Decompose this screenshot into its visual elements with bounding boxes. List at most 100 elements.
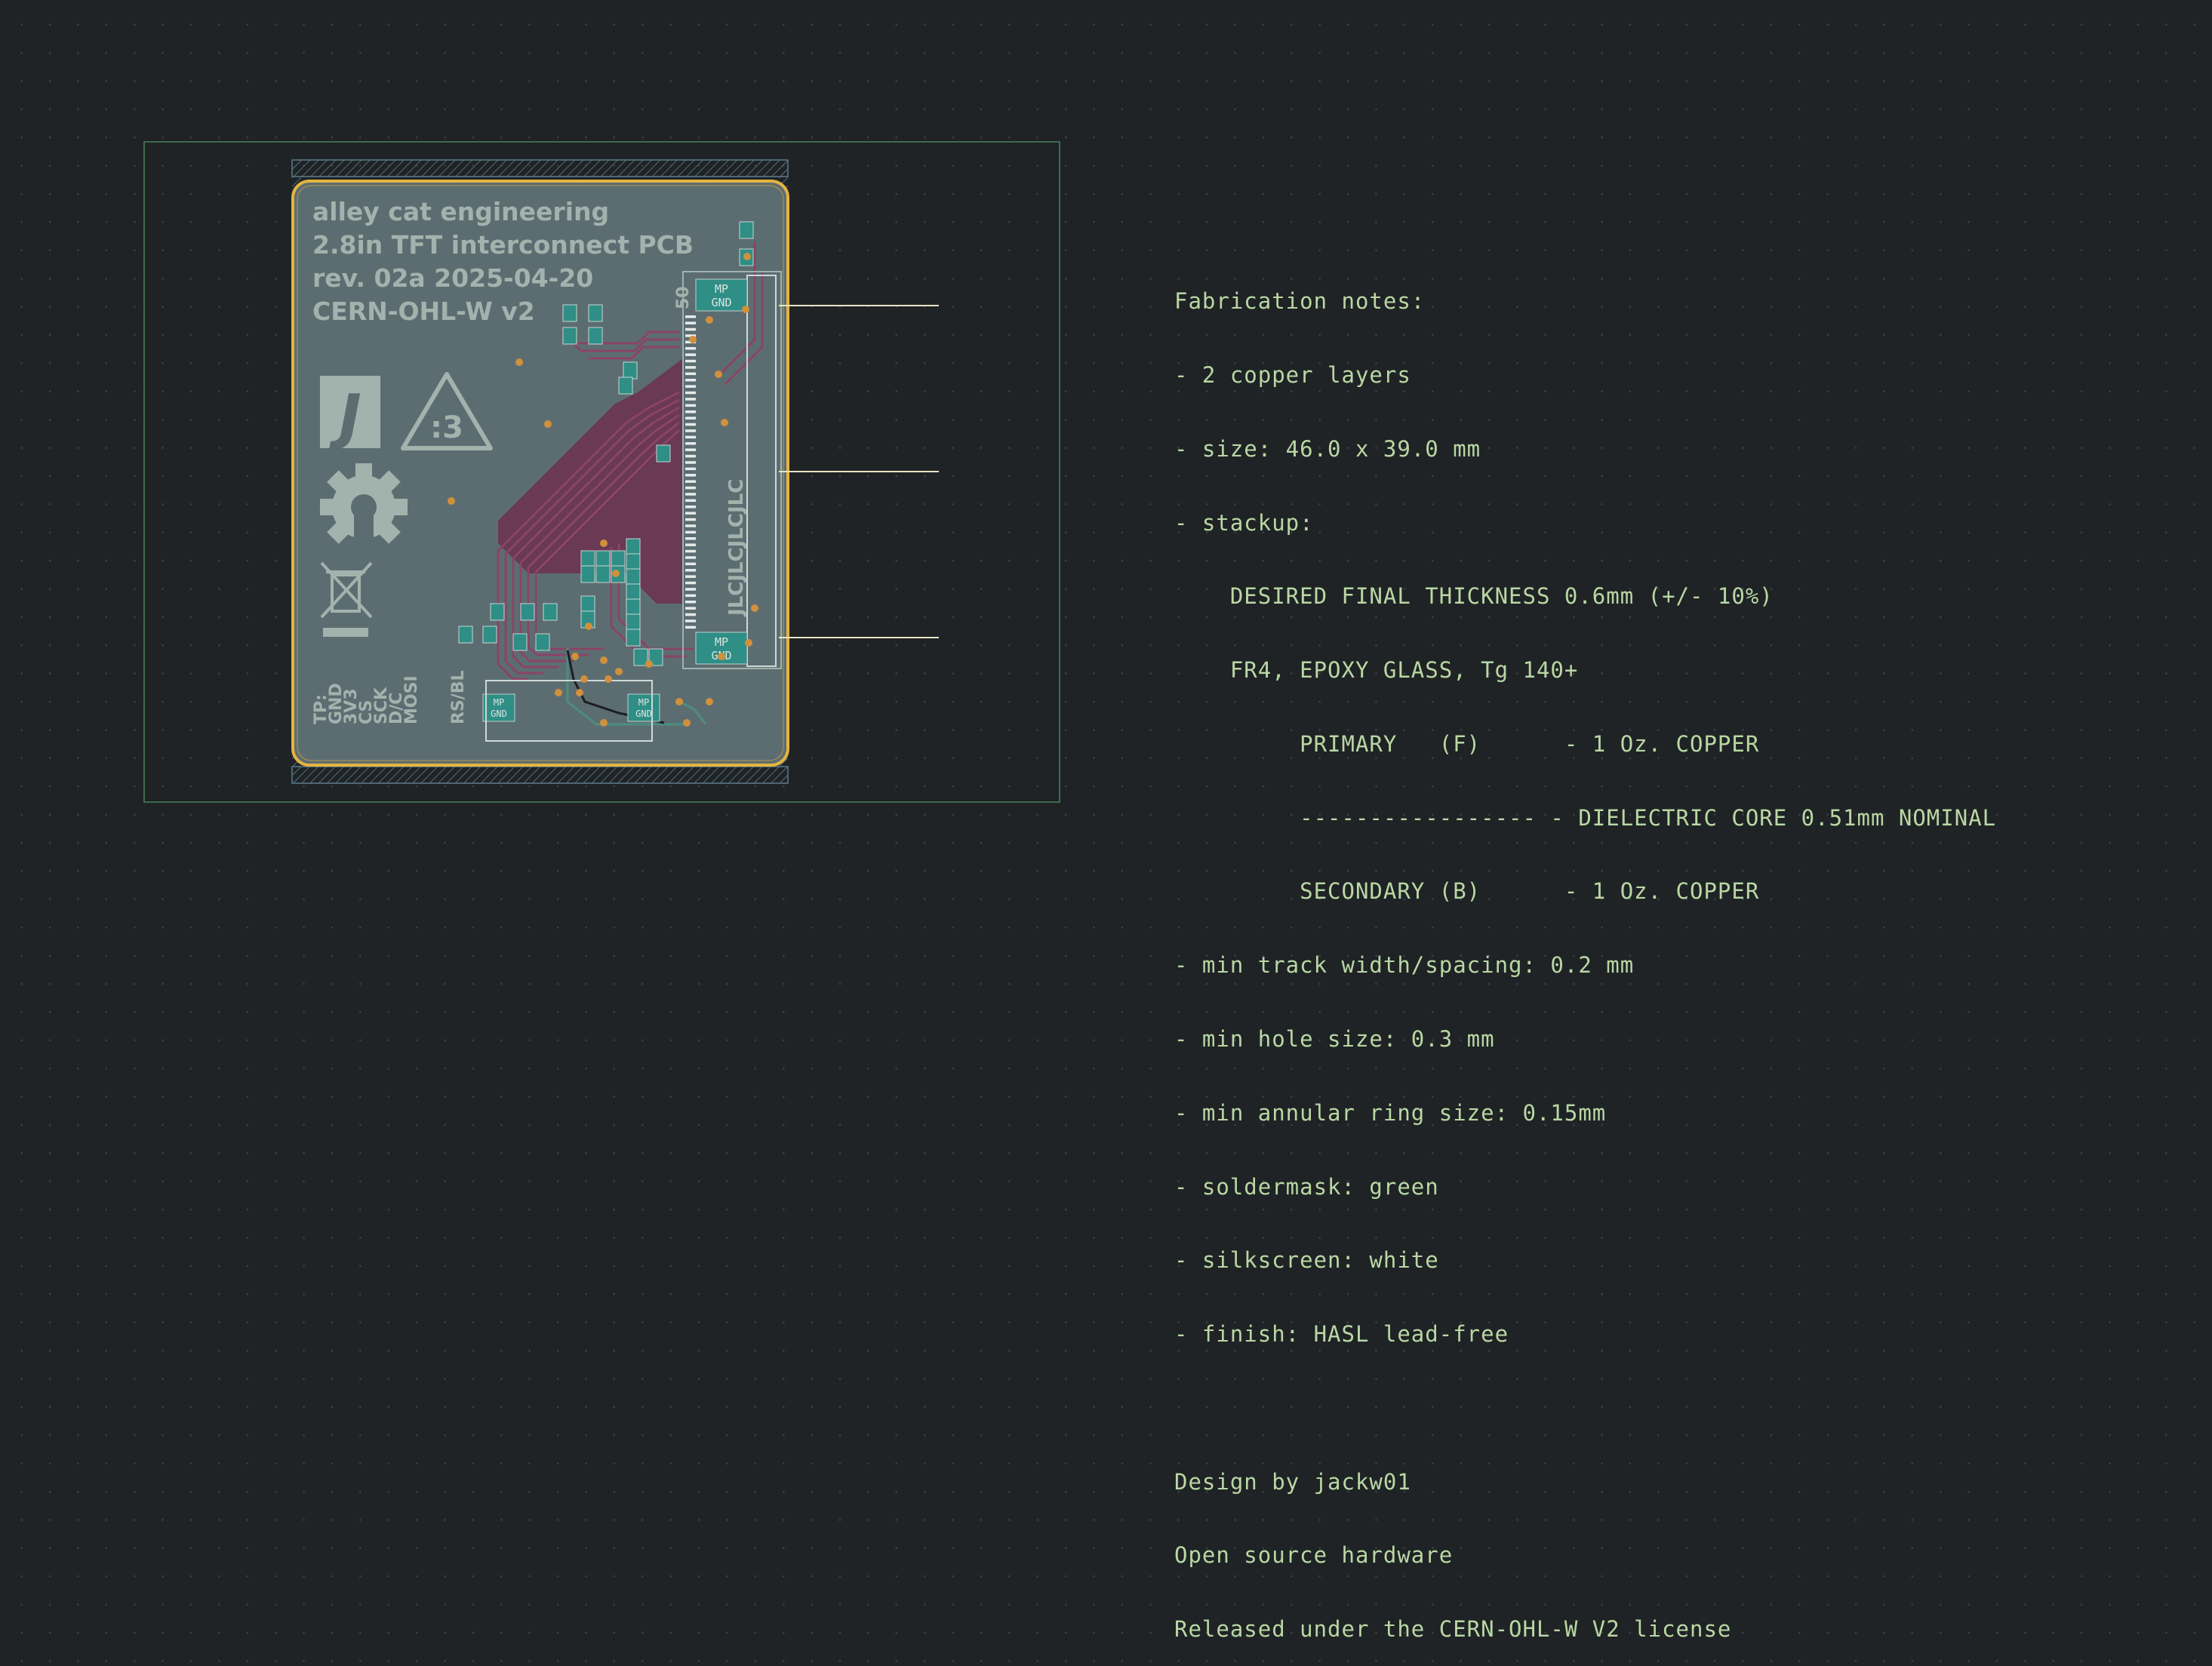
- fpc-pin[interactable]: [685, 454, 696, 458]
- via[interactable]: [576, 689, 583, 696]
- fpc-pin[interactable]: [685, 448, 696, 451]
- via[interactable]: [718, 653, 725, 660]
- smd-pad[interactable]: [580, 565, 595, 583]
- smd-pad[interactable]: [656, 444, 671, 463]
- smd-pad[interactable]: [588, 304, 603, 322]
- via[interactable]: [515, 358, 523, 366]
- smd-pad[interactable]: [588, 327, 603, 345]
- fpc-pin[interactable]: [685, 594, 696, 598]
- fpc-pin[interactable]: [685, 530, 696, 534]
- fpc-pin[interactable]: [685, 315, 696, 318]
- fpc-pin[interactable]: [685, 607, 696, 610]
- smd-pad[interactable]: [490, 603, 505, 621]
- via[interactable]: [571, 653, 579, 660]
- fpc-pin[interactable]: [685, 385, 696, 388]
- via[interactable]: [715, 370, 722, 378]
- mount-pad-top[interactable]: MP GND: [695, 278, 748, 312]
- fpc-pin[interactable]: [685, 569, 696, 572]
- smd-pad[interactable]: [739, 221, 754, 239]
- smd-pad[interactable]: [626, 598, 641, 616]
- smd-pad[interactable]: [543, 603, 558, 621]
- via[interactable]: [689, 336, 697, 343]
- via[interactable]: [555, 689, 562, 696]
- smd-pad[interactable]: [626, 553, 641, 571]
- fpc-pin[interactable]: [685, 613, 696, 616]
- fpc-pin[interactable]: [685, 581, 696, 585]
- fpc-pin[interactable]: [685, 626, 696, 629]
- via[interactable]: [745, 639, 752, 647]
- fpc-pin[interactable]: [685, 543, 696, 546]
- smd-pad[interactable]: [626, 568, 641, 586]
- via[interactable]: [615, 668, 623, 675]
- via[interactable]: [675, 698, 683, 705]
- fpc-pin[interactable]: [685, 461, 696, 464]
- via[interactable]: [600, 719, 608, 727]
- smd-pad[interactable]: [611, 550, 626, 568]
- fpc-pin[interactable]: [685, 619, 696, 622]
- mount-pad-test-connector[interactable]: MP GND: [627, 693, 660, 722]
- via[interactable]: [645, 660, 653, 668]
- fpc-pin[interactable]: [685, 512, 696, 515]
- fpc-pin[interactable]: [685, 480, 696, 483]
- fpc-pin[interactable]: [685, 537, 696, 540]
- via[interactable]: [612, 570, 620, 577]
- fpc-pin[interactable]: [685, 334, 696, 337]
- via[interactable]: [706, 316, 713, 324]
- smd-pad[interactable]: [562, 304, 577, 322]
- fpc-pin[interactable]: [685, 327, 696, 331]
- smd-pad[interactable]: [626, 583, 641, 601]
- smd-pad[interactable]: [626, 538, 641, 556]
- via[interactable]: [605, 675, 612, 683]
- fpc-pin[interactable]: [685, 372, 696, 376]
- fpc-pin[interactable]: [685, 410, 696, 413]
- via[interactable]: [585, 622, 592, 630]
- fpc-pin[interactable]: [685, 549, 696, 553]
- smd-pad[interactable]: [595, 565, 611, 583]
- smd-pad[interactable]: [626, 629, 641, 647]
- smd-pad[interactable]: [562, 327, 577, 345]
- fpc-pin[interactable]: [685, 423, 696, 426]
- vias[interactable]: [448, 253, 758, 727]
- fpc-pin[interactable]: [685, 499, 696, 503]
- smd-pad[interactable]: [623, 361, 638, 380]
- smd-pad[interactable]: [458, 626, 473, 644]
- via[interactable]: [743, 253, 751, 260]
- fpc-pin[interactable]: [685, 518, 696, 521]
- fpc-pin[interactable]: [685, 359, 696, 363]
- via[interactable]: [544, 420, 552, 428]
- smd-pad[interactable]: [512, 633, 528, 651]
- fpc-pin[interactable]: [685, 391, 696, 395]
- via[interactable]: [448, 497, 455, 505]
- pcb-layout[interactable]: alley cat engineering 2.8in TFT intercon…: [0, 0, 2212, 938]
- smd-pad[interactable]: [482, 626, 497, 644]
- fpc-pin[interactable]: [685, 435, 696, 439]
- smd-pad[interactable]: [520, 603, 535, 621]
- fpc-pin[interactable]: [685, 467, 696, 471]
- via[interactable]: [580, 675, 588, 683]
- via[interactable]: [721, 419, 728, 426]
- fpc-pin[interactable]: [685, 404, 696, 407]
- via[interactable]: [751, 604, 758, 612]
- via[interactable]: [683, 719, 691, 727]
- fpc-pin[interactable]: [685, 321, 696, 324]
- smd-pad[interactable]: [580, 550, 595, 568]
- smd-pad[interactable]: [580, 595, 595, 613]
- smd-pad[interactable]: [618, 377, 633, 395]
- smd-pad[interactable]: [595, 550, 611, 568]
- fpc-pin[interactable]: [685, 347, 696, 350]
- fpc-pin[interactable]: [685, 398, 696, 401]
- mount-pad-left-test-connector[interactable]: MP GND: [482, 693, 515, 722]
- fpc-pin[interactable]: [685, 474, 696, 477]
- via[interactable]: [600, 539, 608, 547]
- fpc-pin[interactable]: [685, 575, 696, 578]
- smd-pad[interactable]: [626, 613, 641, 632]
- fpc-pin[interactable]: [685, 486, 696, 490]
- smd-pad[interactable]: [633, 648, 648, 666]
- via[interactable]: [600, 656, 608, 664]
- board-edge-cuts[interactable]: [291, 180, 789, 767]
- via[interactable]: [742, 306, 749, 313]
- fpc-pin[interactable]: [685, 601, 696, 604]
- fpc-pin[interactable]: [685, 588, 696, 591]
- fpc-pin[interactable]: [685, 429, 696, 432]
